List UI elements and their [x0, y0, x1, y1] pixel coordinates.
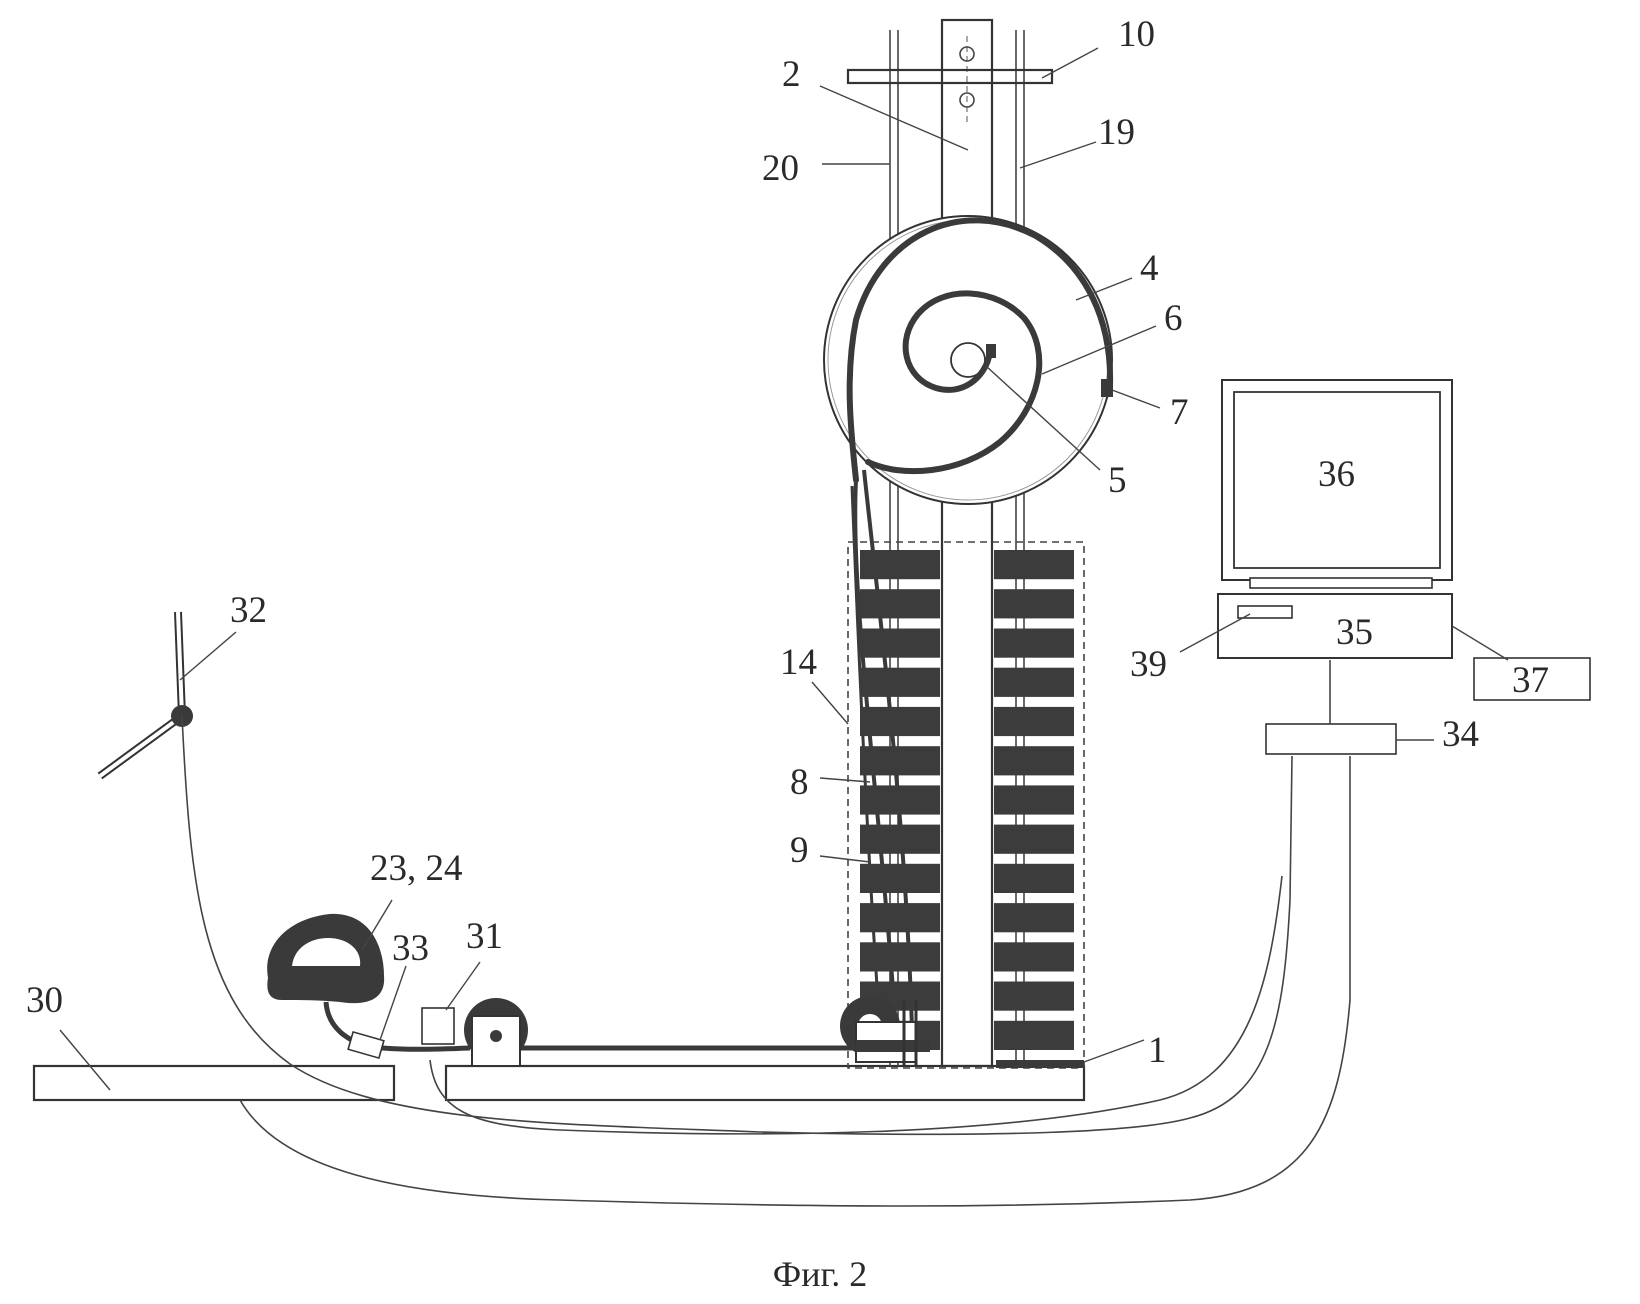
- label-20: 20: [762, 148, 799, 189]
- label-4: 4: [1140, 248, 1159, 289]
- label-19: 19: [1098, 112, 1135, 153]
- label-8: 8: [790, 762, 809, 803]
- leader-32: [180, 632, 236, 680]
- weight-plate-right-13: [994, 1021, 1074, 1050]
- label-23-24: 23, 24: [370, 848, 463, 889]
- wire-handle: [240, 756, 1350, 1206]
- weight-plate-left-4: [860, 668, 940, 697]
- base-plate-1: [446, 1066, 1084, 1100]
- clamp-7: [1101, 379, 1113, 397]
- goniometer-arm-diagonal-inner: [100, 716, 182, 776]
- label-14: 14: [780, 642, 817, 683]
- weight-plate-left-8: [860, 825, 940, 854]
- weight-plate-left-7: [860, 785, 940, 814]
- label-1: 1: [1148, 1030, 1167, 1071]
- lower-bracket-bar: [856, 1040, 930, 1052]
- weight-plate-right-2: [994, 589, 1074, 618]
- label-2: 2: [782, 54, 801, 95]
- label-30: 30: [26, 980, 63, 1021]
- leader-9: [820, 856, 870, 862]
- weight-plate-right-10: [994, 903, 1074, 932]
- label-36: 36: [1318, 454, 1355, 495]
- label-7: 7: [1170, 392, 1189, 433]
- leader-30: [60, 1030, 110, 1090]
- sensor-box-31: [422, 1008, 454, 1044]
- weight-plate-right-9: [994, 864, 1074, 893]
- weight-plate-right-8: [994, 825, 1074, 854]
- column-2: [942, 20, 992, 1066]
- weight-plate-right-12: [994, 982, 1074, 1011]
- leader-7: [1112, 390, 1160, 408]
- leader-31: [446, 962, 480, 1010]
- leader-14: [812, 682, 848, 724]
- monitor-stand: [1250, 578, 1432, 588]
- label-32: 32: [230, 590, 267, 631]
- weight-plate-left-1: [860, 550, 940, 579]
- weight-plate-left-3: [860, 629, 940, 658]
- weight-plate-right-6: [994, 746, 1074, 775]
- weight-plate-left-5: [860, 707, 940, 736]
- weight-plate-left-11: [860, 942, 940, 971]
- leader-1: [1084, 1040, 1144, 1062]
- weight-plates-left: [860, 550, 940, 1050]
- system-unit-35: [1218, 594, 1452, 658]
- pulley-axle: [490, 1030, 502, 1042]
- crossbar-10: [848, 70, 1052, 83]
- label-34: 34: [1442, 714, 1479, 755]
- label-39: 39: [1130, 644, 1167, 685]
- weight-plate-right-7: [994, 785, 1074, 814]
- label-35: 35: [1336, 612, 1373, 653]
- cable-end-5: [986, 344, 996, 358]
- weight-plate-left-2: [860, 589, 940, 618]
- weight-plate-right-4: [994, 668, 1074, 697]
- weight-plates-right: [994, 550, 1074, 1050]
- label-31: 31: [466, 916, 503, 957]
- weight-plate-left-10: [860, 903, 940, 932]
- weight-plate-right-1: [994, 550, 1074, 579]
- leader-2: [820, 86, 968, 150]
- leader-19: [1020, 142, 1096, 168]
- interface-34: [1266, 724, 1396, 754]
- label-37: 37: [1512, 660, 1549, 701]
- weight-plate-left-6: [860, 746, 940, 775]
- leader-35: [1452, 626, 1508, 660]
- label-33: 33: [392, 928, 429, 969]
- label-5: 5: [1108, 460, 1127, 501]
- figure-caption: Фиг. 2: [773, 1254, 867, 1294]
- label-10: 10: [1118, 14, 1155, 55]
- base-plate-30: [34, 1066, 394, 1100]
- weight-plate-right-3: [994, 629, 1074, 658]
- stack-base-bar: [996, 1060, 1084, 1068]
- label-9: 9: [790, 830, 809, 871]
- weight-plate-right-5: [994, 707, 1074, 736]
- label-6: 6: [1164, 298, 1183, 339]
- leader-8: [820, 778, 870, 782]
- weight-plate-right-11: [994, 942, 1074, 971]
- sensor-33: [348, 1032, 384, 1058]
- leader-10: [1042, 48, 1098, 78]
- weight-plate-left-9: [860, 864, 940, 893]
